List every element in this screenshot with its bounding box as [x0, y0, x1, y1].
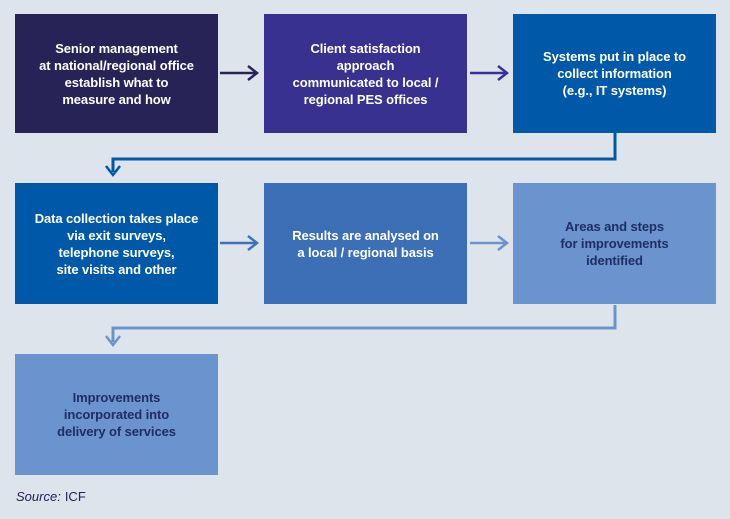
- arrow-right-icon: [220, 235, 260, 251]
- elbow-connector-down-icon: [105, 305, 617, 348]
- flow-box-improvements-identified: Areas and steps for improvements identif…: [513, 183, 716, 304]
- source-value: ICF: [64, 489, 86, 504]
- arrow-right-icon: [470, 65, 510, 81]
- flow-box-systems-collect: Systems put in place to collect informat…: [513, 14, 716, 133]
- flow-box-results-analysed: Results are analysed on a local / region…: [264, 183, 467, 304]
- source-label: Source:: [16, 489, 61, 504]
- elbow-connector-down-icon: [105, 133, 617, 178]
- source-caption: Source:ICF: [16, 489, 86, 504]
- arrow-right-icon: [220, 65, 260, 81]
- flow-box-communicate-approach: Client satisfaction approach communicate…: [264, 14, 467, 133]
- flow-box-improvements-incorporated: Improvements incorporated into delivery …: [15, 354, 218, 475]
- arrow-right-icon: [470, 235, 510, 251]
- flow-box-establish-measures: Senior management at national/regional o…: [15, 14, 218, 133]
- flow-box-data-collection: Data collection takes place via exit sur…: [15, 183, 218, 304]
